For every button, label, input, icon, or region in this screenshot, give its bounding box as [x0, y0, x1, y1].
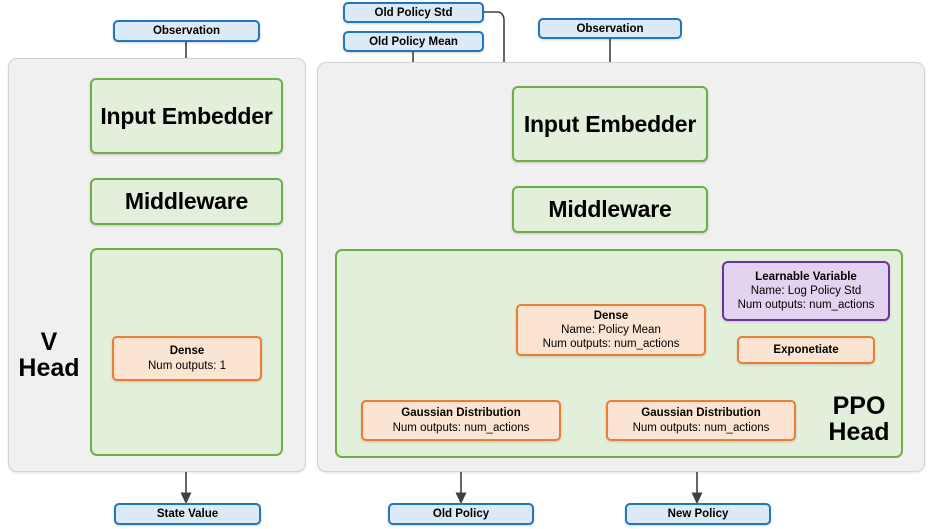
input-embedder-v-label: Input Embedder [100, 102, 273, 129]
exponentiate-block[interactable]: Exponetiate [737, 336, 875, 364]
state-value-output-label: State Value [156, 508, 219, 520]
middleware-ppo[interactable]: Middleware [512, 186, 708, 233]
ppo-head-label-line2: Head [828, 418, 890, 446]
new-policy-output[interactable]: New Policy [625, 503, 771, 525]
middleware-v[interactable]: Middleware [90, 178, 283, 225]
gaussian-new-outputs: Num outputs: num_actions [632, 421, 770, 434]
learnable-variable-outputs: Num outputs: num_actions [737, 299, 875, 311]
dense-policy-mean-outputs: Num outputs: num_actions [542, 338, 680, 350]
observation-input-ppo-label: Observation [576, 22, 644, 35]
input-embedder-ppo[interactable]: Input Embedder [512, 86, 708, 162]
old-policy-std-input[interactable]: Old Policy Std [343, 2, 484, 23]
dense-block-v[interactable]: Dense Num outputs: 1 [112, 336, 262, 381]
dense-block-v-title: Dense [169, 345, 205, 358]
learnable-variable-title: Learnable Variable [755, 270, 857, 283]
old-policy-output[interactable]: Old Policy [388, 503, 534, 525]
observation-input-ppo[interactable]: Observation [538, 18, 682, 39]
dense-block-v-outputs: Num outputs: 1 [148, 359, 226, 372]
middleware-ppo-label: Middleware [548, 196, 672, 222]
observation-input-v[interactable]: Observation [113, 20, 260, 42]
v-head-label-line2: Head [18, 354, 80, 382]
learnable-variable-block[interactable]: Learnable Variable Name: Log Policy Std … [722, 261, 890, 321]
old-policy-output-label: Old Policy [432, 508, 490, 520]
gaussian-old-outputs: Num outputs: num_actions [392, 421, 530, 434]
v-head-label: V Head [12, 320, 86, 390]
ppo-head-label-line1: PPO [832, 391, 886, 420]
dense-policy-mean-block[interactable]: Dense Name: Policy Mean Num outputs: num… [516, 304, 706, 356]
observation-input-v-label: Observation [152, 25, 221, 37]
new-policy-output-label: New Policy [667, 508, 729, 520]
gaussian-distribution-new-block[interactable]: Gaussian Distribution Num outputs: num_a… [606, 400, 796, 441]
gaussian-distribution-old-block[interactable]: Gaussian Distribution Num outputs: num_a… [361, 400, 561, 441]
state-value-output[interactable]: State Value [114, 503, 261, 525]
learnable-variable-name: Name: Log Policy Std [750, 284, 862, 297]
gaussian-old-title: Gaussian Distribution [401, 407, 521, 420]
ppo-head-label: PPO Head [818, 384, 900, 454]
dense-policy-mean-name: Name: Policy Mean [561, 323, 661, 336]
input-embedder-ppo-label: Input Embedder [523, 110, 697, 137]
exponentiate-title: Exponetiate [773, 343, 839, 356]
middleware-v-label: Middleware [124, 188, 249, 214]
gaussian-new-title: Gaussian Distribution [641, 407, 761, 420]
old-policy-std-input-label: Old Policy Std [374, 6, 453, 19]
old-policy-mean-input-label: Old Policy Mean [369, 35, 458, 48]
old-policy-mean-input[interactable]: Old Policy Mean [343, 31, 484, 52]
input-embedder-v[interactable]: Input Embedder [90, 78, 283, 154]
v-head-label-line1: V [40, 327, 58, 356]
dense-policy-mean-title: Dense [593, 309, 629, 322]
